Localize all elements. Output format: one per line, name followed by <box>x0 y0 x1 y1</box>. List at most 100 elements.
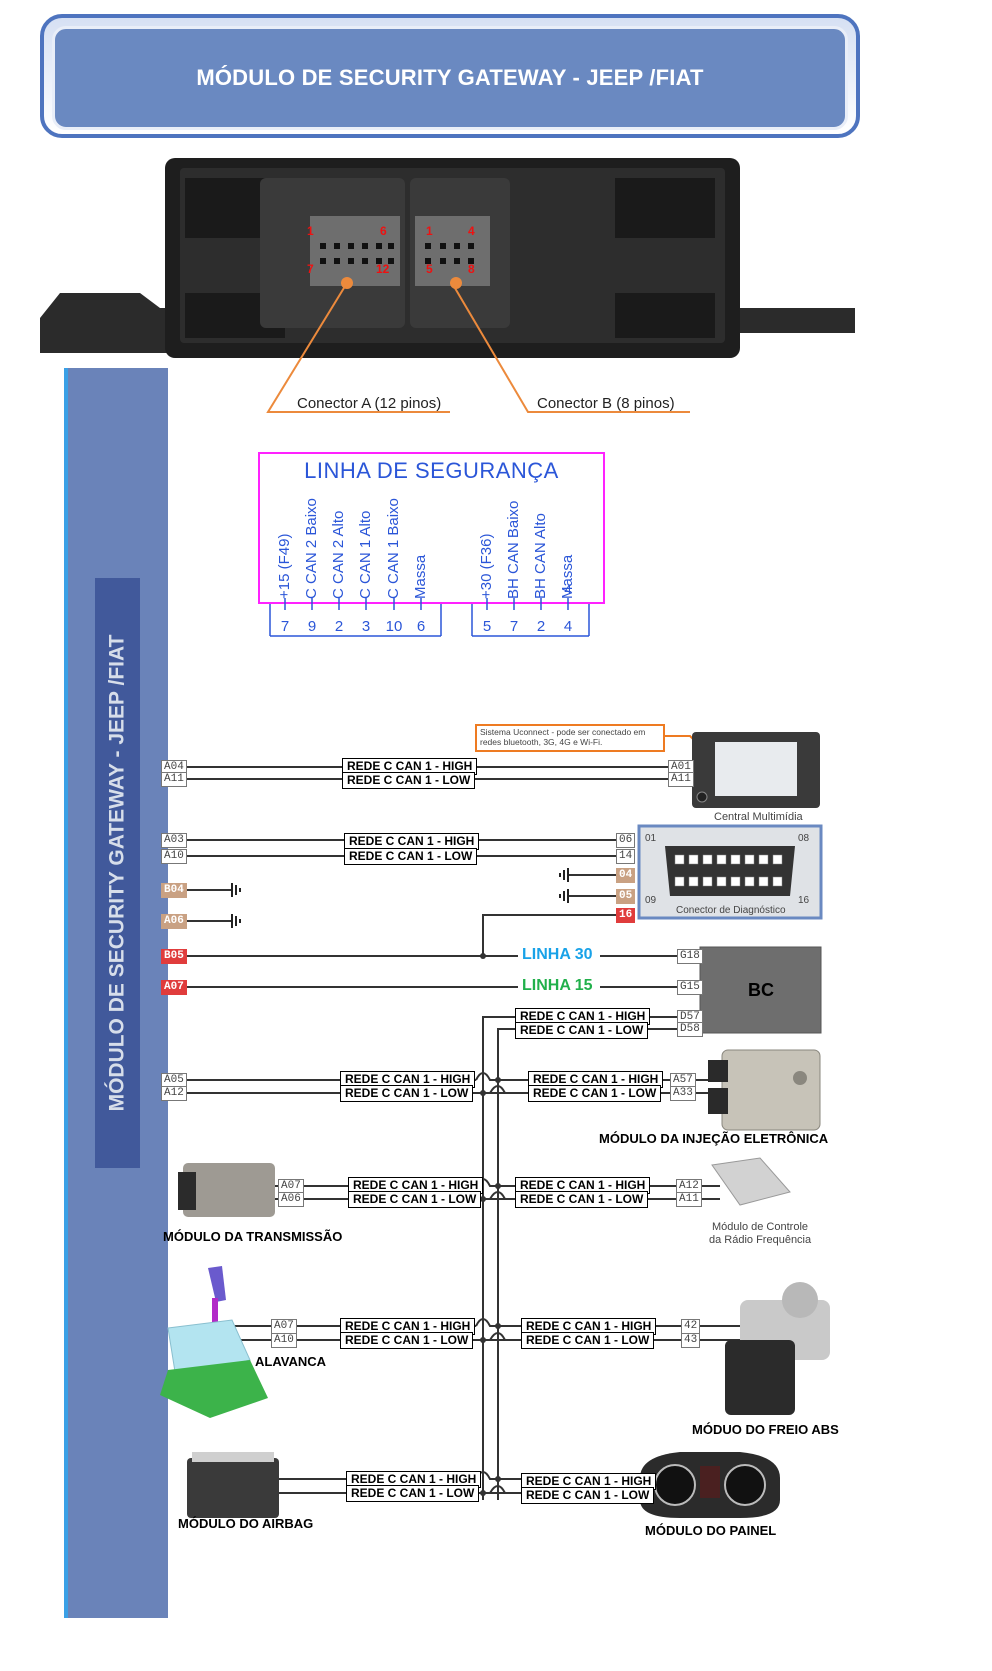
can-high-label: REDE C CAN 1 - HIGH <box>521 1473 657 1490</box>
obd-ground-pin: 05 <box>616 889 636 904</box>
pin-number: 9 <box>307 618 317 635</box>
transmission-module-name: MÓDULO DA TRANSMISSÃO <box>163 1229 343 1244</box>
pin-number: 5 <box>482 618 492 635</box>
rf-module-name-1: Módulo de Controle <box>712 1221 809 1233</box>
obd-pin <box>730 854 741 865</box>
can-high-label: REDE C CAN 1 - HIGH <box>528 1071 664 1088</box>
pin-tag: D58 <box>677 1022 703 1037</box>
obd-corner-09: 09 <box>645 895 657 906</box>
obd-pin <box>674 854 685 865</box>
obd-pin <box>674 876 685 887</box>
can-low-label: REDE C CAN 1 - LOW <box>521 1487 655 1504</box>
gw-pin-tag: A11 <box>161 772 187 787</box>
conn-b-pin-1: 1 <box>426 224 433 238</box>
can-low-label: REDE C CAN 1 - LOW <box>340 1332 474 1349</box>
diagnostic-name: Conector de Diagnóstico <box>676 905 786 916</box>
multimedia-name: Central Multimídia <box>714 811 803 823</box>
obd-pin <box>702 854 713 865</box>
can-low-label: REDE C CAN 1 - LOW <box>348 1191 482 1208</box>
obd-pin <box>702 876 713 887</box>
can-high-label: REDE C CAN 1 - HIGH <box>515 1008 651 1025</box>
pin-tag: A10 <box>271 1333 297 1348</box>
obd-pin <box>688 854 699 865</box>
obd-pin <box>772 876 783 887</box>
obd-pin <box>744 854 755 865</box>
conn-b-pin-5: 5 <box>426 262 433 276</box>
obd-pin <box>758 854 769 865</box>
conn-a-pin-6: 6 <box>380 224 387 238</box>
page-title: MÓDULO DE SECURITY GATEWAY - JEEP /FIAT <box>196 65 704 90</box>
connector-a-label: Conector A (12 pinos) <box>297 395 442 412</box>
conn-a-pin-12: 12 <box>376 262 390 276</box>
pin-tag: G18 <box>677 949 703 964</box>
pin-tag: A11 <box>676 1192 702 1207</box>
pin-tag: A33 <box>670 1086 696 1101</box>
rf-module-name-2: da Rádio Frequência <box>709 1234 812 1246</box>
pin-tag: 43 <box>681 1333 701 1348</box>
obd-pin <box>730 876 741 887</box>
can-low-label: REDE C CAN 1 - LOW <box>528 1085 662 1102</box>
can-low-label: REDE C CAN 1 - LOW <box>342 772 476 789</box>
pin-number: 2 <box>334 618 344 635</box>
uconnect-callout: Sistema Uconnect - pode ser conectado em… <box>480 727 646 747</box>
obd-pin <box>772 854 783 865</box>
gw-pin-tag: A03 <box>161 833 187 848</box>
obd-ground-pin: 04 <box>616 868 636 883</box>
pin-number: 7 <box>509 618 519 635</box>
pin-tag: A07 <box>271 1319 297 1334</box>
obd-corner-08: 08 <box>798 833 810 844</box>
pin-number: 10 <box>385 618 403 635</box>
gw-power-pin: B05 <box>161 949 187 964</box>
pin-number: 6 <box>416 618 426 635</box>
can-low-label: REDE C CAN 1 - LOW <box>346 1485 480 1502</box>
obd-pin <box>716 854 727 865</box>
pin-tag: A11 <box>668 772 694 787</box>
pin-number: 7 <box>280 618 290 635</box>
can-high-label: REDE C CAN 1 - HIGH <box>521 1318 657 1335</box>
pin-tag: A06 <box>278 1192 304 1207</box>
pin-number: 4 <box>563 618 573 635</box>
conn-a-pin-1: 1 <box>307 224 314 238</box>
gw-ground-pin: B04 <box>161 883 187 898</box>
massa-extra-num: 4 <box>564 582 572 597</box>
panel-module-name: MÓDULO DO PAINEL <box>645 1523 777 1538</box>
gw-pin-tag: A04 <box>161 760 187 775</box>
conn-a-pin-7: 7 <box>307 262 314 276</box>
injection-module-name: MÓDULO DA INJEÇÃO ELETRÔNICA <box>599 1131 829 1146</box>
pin-tag: G15 <box>677 980 703 995</box>
obd-corner-16: 16 <box>798 895 810 906</box>
can-low-label: REDE C CAN 1 - LOW <box>344 848 478 865</box>
pin-number: 3 <box>361 618 371 635</box>
lever-name: ALAVANCA <box>255 1354 327 1369</box>
abs-module-name: MÓDUO DO FREIO ABS <box>692 1422 839 1437</box>
pin-tag: 14 <box>616 849 636 864</box>
title-banner: MÓDULO DE SECURITY GATEWAY - JEEP /FIAT <box>52 26 848 130</box>
connector-b-label: Conector B (8 pinos) <box>537 395 675 412</box>
can-high-label: REDE C CAN 1 - HIGH <box>348 1177 484 1194</box>
line-30-label: LINHA 30 <box>522 946 593 963</box>
conn-b-pin-8: 8 <box>468 262 475 276</box>
gw-pin-tag: A10 <box>161 849 187 864</box>
ground-symbols <box>231 868 569 928</box>
side-title-panel <box>95 578 140 1168</box>
gw-power-pin: A07 <box>161 980 187 995</box>
can-high-label: REDE C CAN 1 - HIGH <box>344 833 480 850</box>
can-low-label: REDE C CAN 1 - LOW <box>515 1022 649 1039</box>
pin-tag: 42 <box>681 1319 701 1334</box>
pin-number: 2 <box>536 618 546 635</box>
can-low-label: REDE C CAN 1 - LOW <box>340 1085 474 1102</box>
can-low-label: REDE C CAN 1 - LOW <box>521 1332 655 1349</box>
obd-pin <box>758 876 769 887</box>
bc-label: BC <box>748 980 774 1000</box>
obd-power-pin: 16 <box>616 908 636 923</box>
safety-line-title: LINHA DE SEGURANÇA <box>304 458 559 483</box>
safety-line-box: LINHA DE SEGURANÇA <box>258 452 605 604</box>
gw-ground-pin: A06 <box>161 914 187 929</box>
obd-corner-01: 01 <box>645 833 657 844</box>
can-low-label: REDE C CAN 1 - LOW <box>515 1191 649 1208</box>
pin-tag: 06 <box>616 833 636 848</box>
obd-pin <box>688 876 699 887</box>
obd-pin <box>744 876 755 887</box>
line-15-label: LINHA 15 <box>522 977 593 994</box>
can-high-label: REDE C CAN 1 - HIGH <box>340 1071 476 1088</box>
